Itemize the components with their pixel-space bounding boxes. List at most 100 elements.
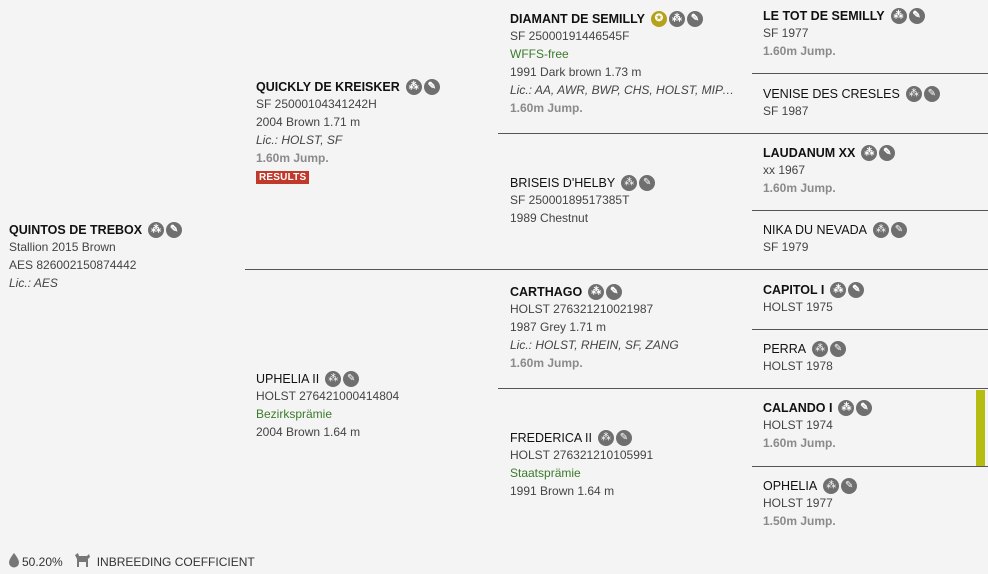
subject-name[interactable]: QUINTOS DE TREBOX xyxy=(9,223,143,237)
horse-info: SF 1979 xyxy=(763,240,809,254)
sire-name[interactable]: QUICKLY DE KREISKER xyxy=(256,80,400,94)
horse-name[interactable]: PERRA xyxy=(763,342,807,356)
pencil-icon[interactable]: ✎ xyxy=(923,86,940,102)
pencil-icon[interactable]: ✎ xyxy=(856,400,873,416)
gen4-horse: VENISE DES CRESLES ⁂ ✎ SF 1987 xyxy=(763,86,942,120)
gen4-horse: LE TOT DE SEMILLY ⁂ ✎ SF 1977 1.60m Jump… xyxy=(763,8,927,60)
gen3-horse: FREDERICA II ⁂ ✎ HOLST 276321210105991 S… xyxy=(510,430,653,500)
divider xyxy=(752,329,988,330)
pedigree-icon[interactable]: ⁂ xyxy=(872,222,889,238)
pencil-icon[interactable]: ✎ xyxy=(639,175,656,191)
coefficient-label: INBREEDING COEFFICIENT xyxy=(96,554,255,569)
pencil-icon[interactable]: ✎ xyxy=(848,282,865,298)
horse-info: 1991 Brown 1.64 m xyxy=(510,484,615,498)
subject-line2: AES 826002150874442 xyxy=(9,258,137,272)
divider xyxy=(752,466,988,467)
sire: QUICKLY DE KREISKER ⁂ ✎ SF 2500010434124… xyxy=(256,79,442,185)
divider xyxy=(245,269,988,270)
pedigree-icon[interactable]: ⁂ xyxy=(148,222,165,238)
pedigree-icon[interactable]: ⁂ xyxy=(830,282,847,298)
coefficient-value: 50.20% xyxy=(22,554,63,569)
horse-name[interactable]: LAUDANUM XX xyxy=(763,146,856,160)
horse-info: 1989 Chestnut xyxy=(510,211,589,225)
horse-name[interactable]: LE TOT DE SEMILLY xyxy=(763,9,885,23)
horse-info: HOLST 1975 xyxy=(763,300,833,314)
divider xyxy=(752,210,988,211)
pencil-icon[interactable]: ✎ xyxy=(879,145,896,161)
horse-reg: HOLST 276321210105991 xyxy=(510,448,654,462)
horse-info: SF 1977 xyxy=(763,26,809,40)
sire-info: 2004 Brown 1.71 m xyxy=(256,115,361,129)
horse-name[interactable]: CAPITOL I xyxy=(763,283,825,297)
horse-reg: SF 25000191446545F xyxy=(510,29,630,43)
horse-name[interactable]: CALANDO I xyxy=(763,401,833,415)
pedigree-icon[interactable]: ⁂ xyxy=(597,430,614,446)
horse-name[interactable]: VENISE DES CRESLES xyxy=(763,87,900,101)
horse-jump: 1.60m Jump. xyxy=(510,356,583,370)
horse-info: SF 1987 xyxy=(763,104,809,118)
inbreeding-footer: 50.20% INBREEDING COEFFICIENT xyxy=(8,552,255,571)
pencil-icon[interactable]: ✎ xyxy=(908,8,925,24)
pedigree-icon[interactable]: ⁂ xyxy=(890,8,907,24)
gen3-horse: DIAMANT DE SEMILLY ✪ ⁂ ✎ SF 250001914465… xyxy=(510,11,738,117)
pedigree-icon[interactable]: ⁂ xyxy=(823,478,840,494)
pedigree-icon[interactable]: ⁂ xyxy=(588,284,605,300)
results-button[interactable]: RESULTS xyxy=(256,171,310,184)
horse-reg: HOLST 276321210021987 xyxy=(510,302,654,316)
highlight-bar xyxy=(976,390,985,466)
dam-award: Bezirksprämie xyxy=(256,407,333,421)
gen3-horse: BRISEIS D'HELBY ⁂ ✎ SF 25000189517385T 1… xyxy=(510,175,657,227)
horse-name[interactable]: BRISEIS D'HELBY xyxy=(510,176,616,190)
dam-info: 2004 Brown 1.64 m xyxy=(256,425,361,439)
horse-info: xx 1967 xyxy=(763,163,806,177)
horse-jump: 1.50m Jump. xyxy=(763,514,836,528)
horse-name[interactable]: NIKA DU NEVADA xyxy=(763,223,867,237)
horse-info: 1991 Dark brown 1.73 m xyxy=(510,65,642,79)
horse-extra: WFFS-free xyxy=(510,47,569,61)
sire-lic: Lic.: HOLST, SF xyxy=(256,133,343,147)
pedigree-icon[interactable]: ⁂ xyxy=(905,86,922,102)
horse-lic: Lic.: HOLST, RHEIN, SF, ZANG xyxy=(510,338,679,352)
divider xyxy=(498,388,988,389)
pedigree-icon[interactable]: ⁂ xyxy=(405,79,422,95)
sire-reg: SF 25000104341242H xyxy=(256,97,377,111)
gen4-horse: CAPITOL I ⁂ ✎ HOLST 1975 xyxy=(763,282,866,316)
horse-name[interactable]: OPHELIA xyxy=(763,479,818,493)
gen4-horse: OPHELIA ⁂ ✎ HOLST 1977 1.50m Jump. xyxy=(763,478,859,530)
pedigree-icon[interactable]: ⁂ xyxy=(621,175,638,191)
subject-line1: Stallion 2015 Brown xyxy=(9,240,116,254)
pencil-icon[interactable]: ✎ xyxy=(343,371,360,387)
horse-info: HOLST 1974 xyxy=(763,418,833,432)
divider xyxy=(752,73,988,74)
pencil-icon[interactable]: ✎ xyxy=(606,284,623,300)
pencil-icon[interactable]: ✎ xyxy=(830,341,847,357)
dam-name[interactable]: UPHELIA II xyxy=(256,372,320,386)
horse-name[interactable]: CARTHAGO xyxy=(510,285,583,299)
subject-horse: QUINTOS DE TREBOX ⁂ ✎ Stallion 2015 Brow… xyxy=(9,222,184,292)
pedigree-icon[interactable]: ⁂ xyxy=(668,11,685,27)
divider xyxy=(498,133,988,134)
pencil-icon[interactable]: ✎ xyxy=(686,11,703,27)
horse-jump: 1.60m Jump. xyxy=(763,181,836,195)
horse-icon xyxy=(73,552,91,571)
horse-reg: SF 25000189517385T xyxy=(510,193,630,207)
horse-lic: Lic.: AA, AWR, BWP, CHS, HOLST, MIPAAF, … xyxy=(510,83,738,97)
horse-extra: Staatsprämie xyxy=(510,466,581,480)
subject-lic: Lic.: AES xyxy=(9,276,58,290)
sire-jump: 1.60m Jump. xyxy=(256,151,329,165)
pencil-icon[interactable]: ✎ xyxy=(166,222,183,238)
pedigree-icon[interactable]: ⁂ xyxy=(812,341,829,357)
pencil-icon[interactable]: ✎ xyxy=(890,222,907,238)
horse-name[interactable]: FREDERICA II xyxy=(510,431,592,445)
gen3-horse: CARTHAGO ⁂ ✎ HOLST 276321210021987 1987 … xyxy=(510,284,679,372)
pencil-icon[interactable]: ✎ xyxy=(841,478,858,494)
horse-info: HOLST 1977 xyxy=(763,496,833,510)
gen4-horse: CALANDO I ⁂ ✎ HOLST 1974 1.60m Jump. xyxy=(763,400,874,452)
pencil-icon[interactable]: ✎ xyxy=(423,79,440,95)
horse-name[interactable]: DIAMANT DE SEMILLY xyxy=(510,12,645,26)
pedigree-icon[interactable]: ⁂ xyxy=(838,400,855,416)
award-icon[interactable]: ✪ xyxy=(650,11,667,27)
pedigree-icon[interactable]: ⁂ xyxy=(861,145,878,161)
pencil-icon[interactable]: ✎ xyxy=(615,430,632,446)
pedigree-icon[interactable]: ⁂ xyxy=(325,371,342,387)
